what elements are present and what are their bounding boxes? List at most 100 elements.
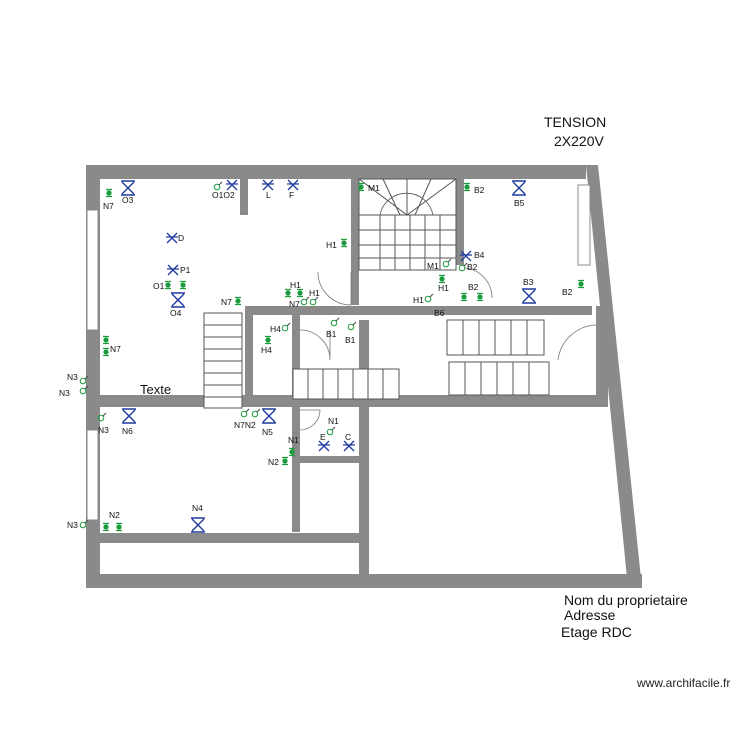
light-switch-icon [79, 385, 89, 395]
power-socket-icon [235, 296, 241, 306]
circuit-label: N3 [59, 388, 70, 398]
light-switch-icon [281, 322, 291, 332]
light-switch-icon [442, 258, 452, 268]
circuit-label: N5 [262, 427, 273, 437]
circuit-label: N6 [122, 426, 133, 436]
staircase-middle [292, 368, 400, 400]
doors [299, 267, 597, 431]
light-switch-icon [240, 408, 250, 418]
power-socket-icon [282, 456, 288, 466]
circuit-label: N1 [328, 416, 339, 426]
ceiling-light-icon [171, 292, 185, 308]
ceiling-light-icon [122, 408, 136, 424]
circuit-label: H1 [438, 283, 449, 293]
circuit-label: C [345, 432, 351, 442]
circuit-label: N7 [289, 299, 300, 309]
power-socket-icon [578, 279, 584, 289]
floor-label: Etage RDC [561, 624, 632, 640]
circuit-label: N3 [67, 372, 78, 382]
ceiling-light-icon [191, 517, 205, 533]
circuit-label: B5 [514, 198, 525, 208]
circuit-label: H4 [261, 345, 272, 355]
circuit-label: B1 [326, 329, 337, 339]
circuit-label: O4 [170, 308, 182, 318]
circuit-label: H1 [413, 295, 424, 305]
wall-light-icon [318, 440, 330, 452]
circuit-label: N2 [109, 510, 120, 520]
light-switch-icon [347, 321, 357, 331]
power-socket-icon [439, 274, 445, 284]
circuit-label: M1 [368, 183, 380, 193]
circuit-label: F [289, 190, 294, 200]
wall-light-icon [287, 179, 299, 191]
circuit-label: N4 [192, 503, 203, 513]
circuit-label: P1 [180, 265, 191, 275]
light-switch-icon [300, 296, 310, 306]
wall-light-icon [460, 250, 472, 262]
power-socket-icon [464, 182, 470, 192]
circuit-label: O1O2 [212, 190, 235, 200]
wall-light-icon [167, 264, 179, 276]
light-switch-icon [79, 519, 89, 529]
circuit-label: B2 [562, 287, 573, 297]
light-switch-icon [330, 317, 340, 327]
circuit-label: L [266, 190, 271, 200]
power-socket-icon [165, 280, 171, 290]
electrical-symbols [79, 179, 584, 533]
light-switch-icon [97, 412, 107, 422]
circuit-label: H1 [309, 288, 320, 298]
room-text-label: Texte [140, 382, 171, 397]
ceiling-light-icon [121, 180, 135, 196]
power-socket-icon [265, 335, 271, 345]
circuit-label: B2 [468, 282, 479, 292]
power-socket-icon [106, 188, 112, 198]
watermark: www.archifacile.fr [637, 676, 731, 690]
light-switch-icon [424, 293, 434, 303]
power-socket-icon [358, 182, 364, 192]
power-socket-icon [285, 288, 291, 298]
light-switch-icon [458, 262, 468, 272]
circuit-label: N2 [268, 457, 279, 467]
power-socket-icon [116, 522, 122, 532]
circuit-label: H1 [326, 240, 337, 250]
power-socket-icon [477, 292, 483, 302]
circuit-label: B4 [474, 250, 485, 260]
light-switch-icon [309, 296, 319, 306]
circuit-label: O3 [122, 195, 134, 205]
staircase-top [358, 178, 457, 271]
circuit-label: H4 [270, 324, 281, 334]
tension-label: TENSION [544, 114, 607, 130]
light-switch-icon [251, 408, 261, 418]
circuit-label: N3 [98, 425, 109, 435]
circuit-label: E [320, 432, 326, 442]
wall-light-icon [166, 232, 178, 244]
circuit-label: M1 [427, 261, 439, 271]
circuit-label: B2 [474, 185, 485, 195]
circuit-label: B2 [467, 262, 478, 272]
circuit-label: O1 [153, 281, 165, 291]
windows [86, 184, 591, 521]
staircase-left [203, 312, 243, 409]
ceiling-light-icon [512, 180, 526, 196]
power-socket-icon [341, 238, 347, 248]
power-socket-icon [103, 335, 109, 345]
light-switch-icon [213, 181, 223, 191]
owner-name: Nom du proprietaire [564, 592, 688, 608]
ceiling-light-icon [522, 288, 536, 304]
circuit-label: B6 [434, 308, 445, 318]
circuit-label: N7 [110, 344, 121, 354]
address: Adresse [564, 607, 616, 623]
wall-light-icon [343, 440, 355, 452]
circuit-label: D [178, 233, 184, 243]
circuit-label: N7 [103, 201, 114, 211]
power-socket-icon [297, 288, 303, 298]
wall-light-icon [226, 179, 238, 191]
voltage-label: 2X220V [554, 133, 604, 149]
circuit-label: N3 [67, 520, 78, 530]
circuit-label: B3 [523, 277, 534, 287]
power-socket-icon [103, 522, 109, 532]
light-switch-icon [326, 426, 336, 436]
wall-light-icon [262, 179, 274, 191]
